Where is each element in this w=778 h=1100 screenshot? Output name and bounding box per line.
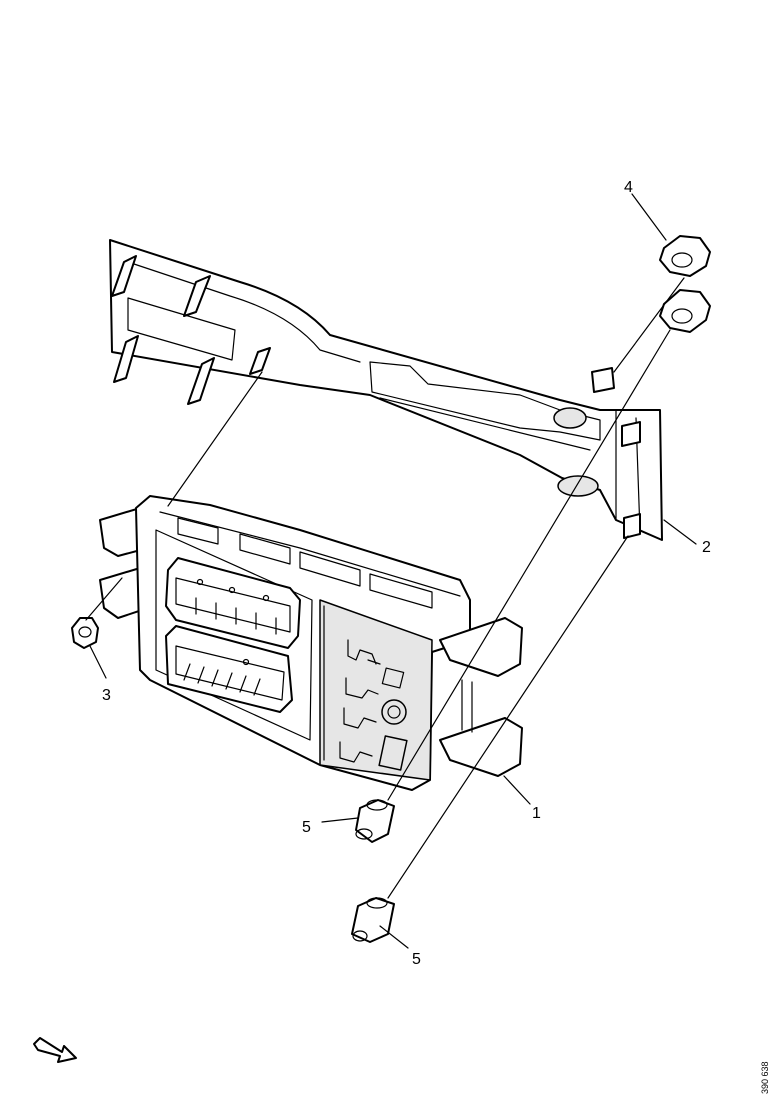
callout-2: 2	[702, 539, 711, 556]
callout-4: 4	[624, 179, 633, 196]
spacer-lower	[351, 897, 395, 943]
callout-5-lower: 5	[412, 951, 421, 968]
drawing-reference-number: 390 638	[760, 1061, 770, 1094]
forward-direction-arrow-icon	[33, 1037, 77, 1063]
hex-nut-left	[71, 617, 99, 649]
bracket-studs	[111, 255, 641, 539]
side-panel-features	[323, 605, 408, 771]
spacer-upper	[355, 799, 395, 843]
callout-1: 1	[532, 805, 541, 822]
callout-5-upper: 5	[302, 819, 311, 836]
connector-lower	[165, 625, 293, 713]
callout-3: 3	[102, 687, 111, 704]
mounting-bracket	[109, 239, 663, 541]
flange-nut-lower	[659, 289, 711, 333]
assembly-lines	[85, 277, 685, 899]
flange-nut-upper	[659, 235, 711, 277]
control-unit-housing	[99, 495, 523, 791]
connector-upper	[165, 557, 301, 649]
leader-lines	[89, 193, 697, 949]
